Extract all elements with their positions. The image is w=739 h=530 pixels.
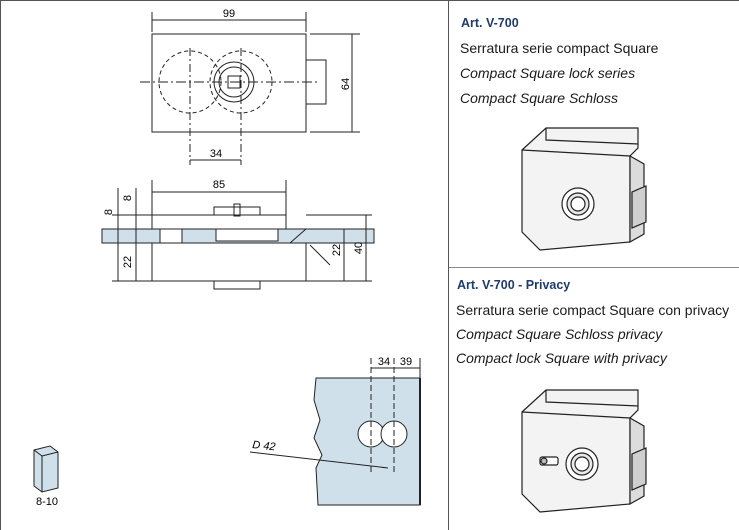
side-bottom-body [151,242,307,282]
technical-drawing: 99 64 34 85 8 8 22 22 40 34 39 D 42 8-10 [33,8,421,508]
dim-64: 64 [340,78,352,90]
dim-8-left: 8 [103,209,115,215]
product-1-name-de: Compact Square Schloss [460,90,618,106]
product-1-name-en: Compact Square lock series [460,65,636,81]
dim-8-top: 8 [122,195,134,201]
left-border [0,0,1,530]
product-2-name-it: Serratura serie compact Square con priva… [456,302,730,318]
lock-body-top-view [151,33,307,133]
product-1-article: Art. V-700 [461,16,519,30]
product-2-article: Art. V-700 - Privacy [457,278,571,292]
side-top-plate [151,214,287,230]
right-divider [449,267,739,268]
product-2-name-de: Compact Square Schloss privacy [456,326,663,342]
dim-39-glass: 39 [400,356,412,368]
side-knob-bottom [213,280,261,290]
dim-99: 99 [223,8,235,20]
glass-thickness-label: 8-10 [36,496,58,508]
top-border [0,0,739,1]
glass-sample-icon [33,445,59,493]
dim-hole-diameter: D 42 [252,439,276,453]
panel-divider [448,0,449,530]
dim-34-glass: 34 [378,356,390,368]
side-knob-top [213,206,261,216]
dim-22-right: 22 [331,244,343,256]
dim-34-top: 34 [210,148,222,160]
product-1-lock-image [521,127,647,251]
product-2-name-en: Compact lock Square with privacy [456,350,667,366]
dim-40: 40 [353,242,365,254]
dim-85: 85 [213,179,225,191]
product-2-lock-image [521,389,647,513]
dim-22-left: 22 [122,256,134,268]
product-1-name-it: Serratura serie compact Square [460,40,659,56]
